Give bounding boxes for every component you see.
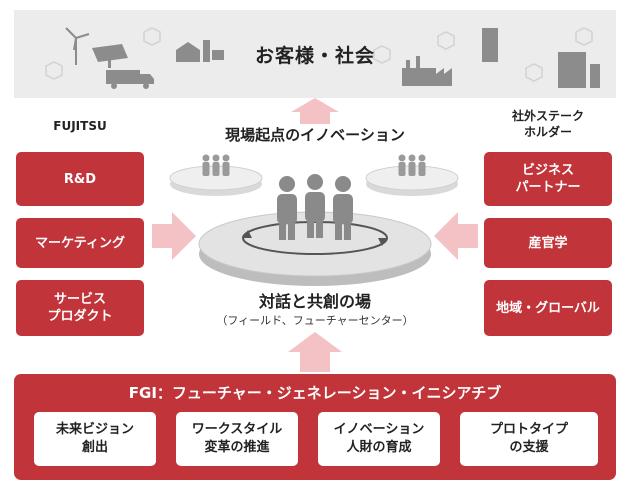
arrow-up-from-fgi — [288, 332, 342, 372]
arrow-from-fujitsu — [152, 212, 196, 260]
hexagon-icon — [575, 27, 593, 46]
dialogue-cocreation-subtitle: （フィールド、フューチャーセンター） — [216, 314, 414, 327]
fgi-item-innovation-talent: イノベーション 人財の育成 — [318, 412, 440, 466]
small-platform-left — [169, 165, 263, 196]
people-icon — [277, 174, 353, 240]
society-scenery — [45, 27, 600, 89]
hexagon-icon — [143, 27, 161, 46]
people-icon — [202, 154, 230, 176]
solar-panel-icon — [92, 44, 128, 68]
external-stakeholders-label: 社外ステーク ホルダー — [511, 109, 584, 139]
hexagon-icon — [437, 31, 455, 50]
dialogue-cocreation-title: 対話と共創の場 — [258, 292, 371, 311]
left-item-service-product: サービス プロダクト — [16, 280, 144, 336]
wind-turbine-icon — [65, 27, 90, 65]
arrow-from-stakeholders — [434, 212, 478, 260]
factory-icon — [402, 56, 452, 86]
fgi-item-future-vision: 未来ビジョン 創出 — [34, 412, 156, 466]
right-item-business-partner: ビジネス パートナー — [484, 152, 612, 206]
office-building-icon — [482, 28, 498, 62]
hexagon-icon — [373, 45, 391, 64]
people-icon — [398, 154, 426, 176]
fgi-item-prototype-support: プロトタイプ の支援 — [460, 412, 598, 466]
hexagon-icon — [45, 61, 63, 80]
customers-society-title: お客様・社会 — [254, 44, 375, 67]
fujitsu-label: FUJITSU — [53, 119, 107, 133]
right-item-industry-gov-academia: 産官学 — [484, 218, 612, 268]
small-platform-right — [365, 165, 459, 196]
arrow-up-to-society — [291, 98, 339, 124]
hexagon-icon — [525, 63, 543, 82]
fgi-title: FGI：フューチャー・ジェネレーション・イニシアチブ — [128, 384, 502, 402]
farm-icon — [176, 40, 224, 62]
main-platform — [198, 211, 432, 286]
left-item-rd: R&D — [16, 152, 144, 206]
office-building-icon — [558, 52, 600, 88]
left-item-marketing: マーケティング — [16, 218, 144, 268]
fgi-item-workstyle-reform: ワークスタイル 変革の推進 — [176, 412, 298, 466]
field-innovation-label: 現場起点のイノベーション — [225, 126, 405, 144]
truck-icon — [106, 70, 154, 89]
right-item-regional-global: 地域・グローバル — [484, 280, 612, 336]
